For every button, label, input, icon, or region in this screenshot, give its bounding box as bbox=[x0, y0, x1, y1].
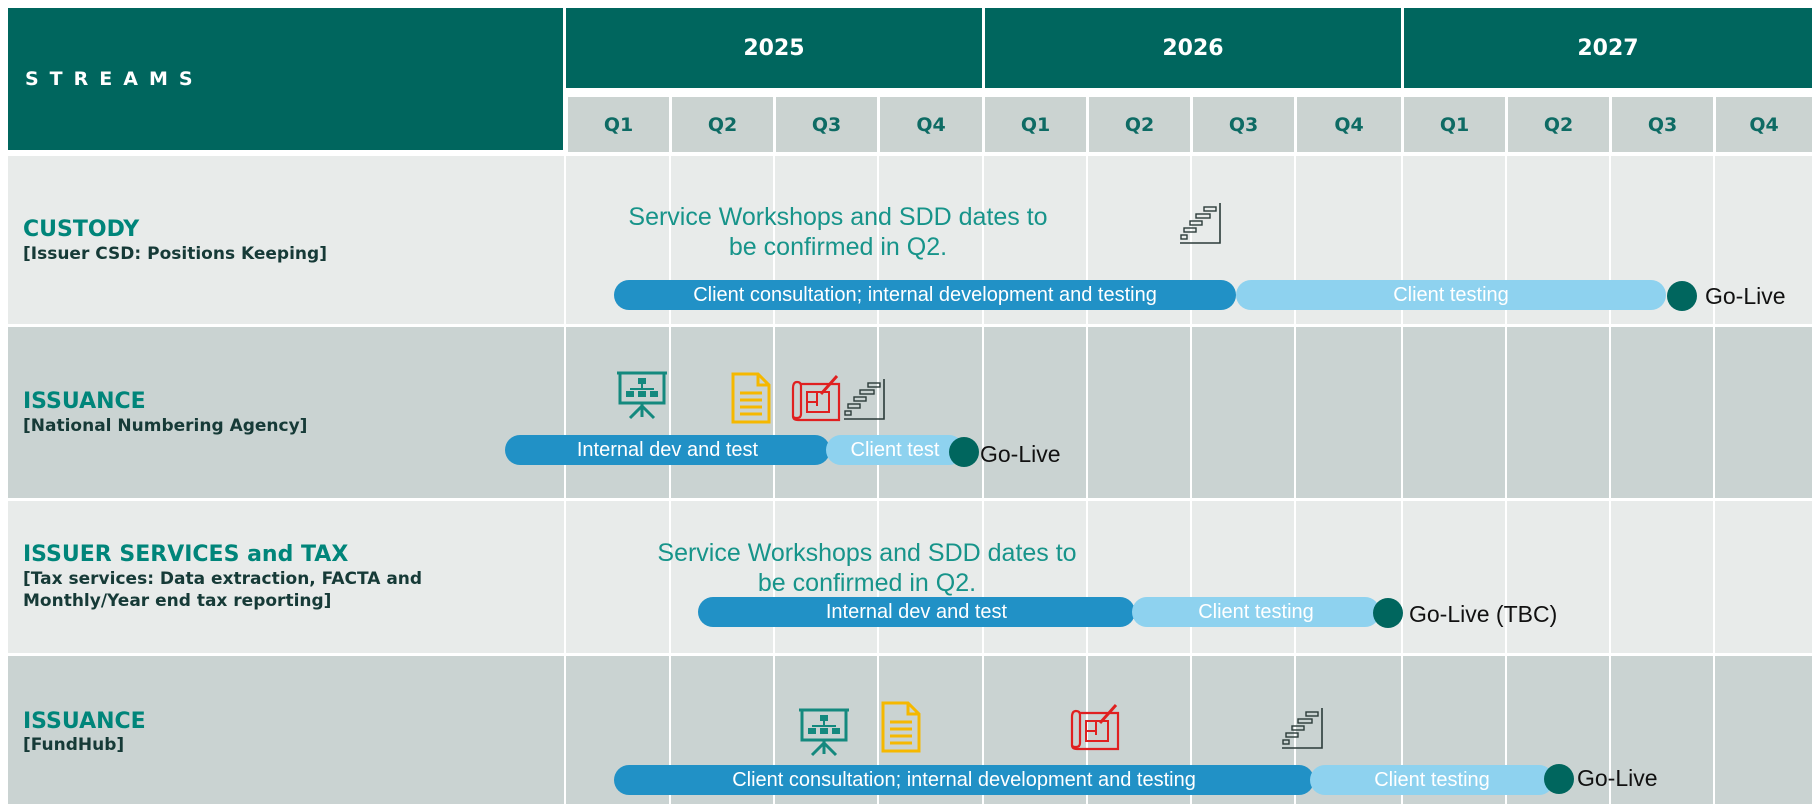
go-live-milestone bbox=[1544, 764, 1574, 794]
gantt-icon bbox=[1178, 201, 1224, 245]
phase-bar: Client testing bbox=[1310, 765, 1554, 795]
gantt-icon bbox=[842, 377, 888, 421]
quarter-header: Q4 bbox=[1716, 97, 1812, 152]
presentation-icon bbox=[616, 370, 668, 420]
grid-line bbox=[564, 156, 566, 804]
go-live-label: Go-Live bbox=[1705, 283, 1786, 309]
quarter-header: Q2 bbox=[1508, 97, 1609, 152]
row-issuer-services-bg bbox=[8, 501, 1812, 653]
grid-line bbox=[1609, 156, 1611, 804]
phase-bar: Internal dev and test bbox=[505, 435, 830, 465]
streams-header: STREAMS bbox=[8, 8, 563, 150]
quarter-header: Q2 bbox=[672, 97, 773, 152]
row-issuance-nna-bg bbox=[8, 327, 1812, 498]
phase-bar: Client consultation; internal developmen… bbox=[614, 280, 1236, 310]
grid-line bbox=[877, 156, 879, 804]
presentation-icon bbox=[798, 707, 850, 757]
quarter-header: Q4 bbox=[880, 97, 982, 152]
grid-line bbox=[669, 156, 671, 804]
go-live-label: Go-Live bbox=[980, 441, 1061, 467]
grid-line bbox=[1086, 156, 1088, 804]
stream-subtitle: Monthly/Year end tax reporting] bbox=[23, 591, 332, 611]
grid-line bbox=[773, 156, 775, 804]
year-2027: 2027 bbox=[1404, 8, 1812, 88]
grid-line bbox=[1294, 156, 1296, 804]
phase-bar: Internal dev and test bbox=[698, 597, 1135, 627]
phase-bar: Client consultation; internal developmen… bbox=[614, 765, 1314, 795]
stream-title: ISSUANCE bbox=[23, 709, 146, 734]
quarter-header: Q1 bbox=[568, 97, 669, 152]
stream-subtitle: [Tax services: Data extraction, FACTA an… bbox=[23, 569, 423, 589]
stream-subtitle: [FundHub] bbox=[23, 735, 125, 755]
quarter-header: Q1 bbox=[1404, 97, 1505, 152]
go-live-milestone bbox=[1667, 281, 1697, 311]
quarter-header: Q3 bbox=[776, 97, 877, 152]
document-icon bbox=[880, 700, 922, 754]
stream-subtitle: [National Numbering Agency] bbox=[23, 416, 308, 436]
quarter-header: Q1 bbox=[985, 97, 1086, 152]
blueprint-icon bbox=[791, 374, 843, 422]
quarter-header: Q3 bbox=[1612, 97, 1713, 152]
go-live-label: Go-Live bbox=[1577, 765, 1658, 791]
quarter-header: Q2 bbox=[1089, 97, 1190, 152]
year-2025: 2025 bbox=[566, 8, 982, 88]
go-live-milestone bbox=[949, 437, 979, 467]
grid-line bbox=[1401, 156, 1403, 804]
stream-title: ISSUANCE bbox=[23, 389, 146, 414]
quarter-header: Q4 bbox=[1297, 97, 1401, 152]
stream-title: CUSTODY bbox=[23, 217, 140, 242]
grid-line bbox=[1190, 156, 1192, 804]
go-live-milestone bbox=[1373, 598, 1403, 628]
grid-line bbox=[982, 156, 984, 804]
schedule-note: Service Workshops and SDD dates to be co… bbox=[657, 539, 1077, 597]
grid-line bbox=[1713, 156, 1715, 804]
gantt-icon bbox=[1280, 706, 1326, 750]
grid-line bbox=[1505, 156, 1507, 804]
quarter-header: Q3 bbox=[1193, 97, 1294, 152]
blueprint-icon bbox=[1070, 703, 1122, 751]
phase-bar: Client testing bbox=[1236, 280, 1666, 310]
year-2026: 2026 bbox=[985, 8, 1401, 88]
stream-subtitle: [Issuer CSD: Positions Keeping] bbox=[23, 244, 327, 264]
phase-bar: Client test bbox=[826, 435, 964, 465]
document-icon bbox=[730, 371, 772, 425]
go-live-label: Go-Live (TBC) bbox=[1409, 601, 1558, 627]
phase-bar: Client testing bbox=[1132, 597, 1380, 627]
streams-label: STREAMS bbox=[25, 68, 204, 90]
stream-title: ISSUER SERVICES and TAX bbox=[23, 542, 349, 567]
schedule-note: Service Workshops and SDD dates to be co… bbox=[628, 203, 1048, 261]
